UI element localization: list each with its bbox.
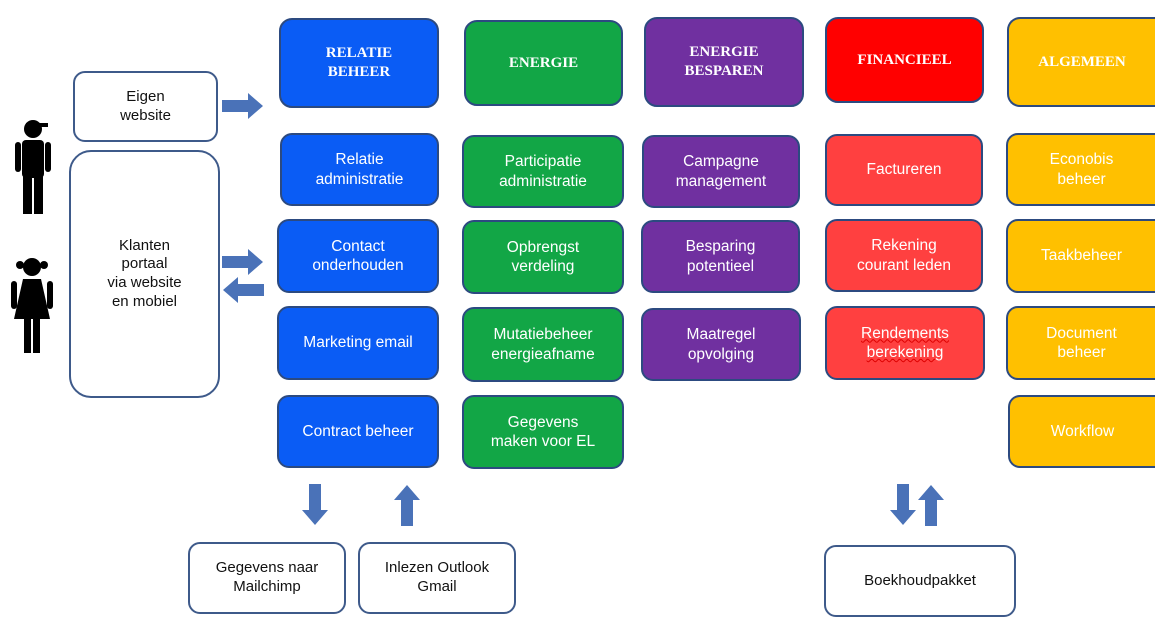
- item-rendements-label: Rendements berekening: [861, 324, 949, 361]
- header-energie: ENERGIE: [464, 20, 623, 106]
- item-relatie-administratie: Relatie administratie: [280, 133, 439, 206]
- item-maatregel-opvolging: Maatregel opvolging: [641, 308, 801, 381]
- item-campagne-management: Campagne management: [642, 135, 800, 208]
- item-contact-onderhouden: Contact onderhouden: [277, 219, 439, 293]
- item-document-beheer: Document beheer: [1006, 306, 1155, 380]
- header-algemeen: ALGEMEEN: [1007, 17, 1155, 107]
- item-workflow: Workflow: [1008, 395, 1155, 468]
- female-person-icon: [11, 258, 53, 353]
- item-rekening-courant: Rekening courant leden: [825, 219, 983, 292]
- item-factureren: Factureren: [825, 134, 983, 206]
- arrow-right-icon: [222, 249, 263, 275]
- arrow-right-icon: [222, 93, 263, 119]
- header-energie-besparen: ENERGIE BESPAREN: [644, 17, 804, 107]
- item-gegevens-el: Gegevens maken voor EL: [462, 395, 624, 469]
- item-participatie-administratie: Participatie administratie: [462, 135, 624, 208]
- klanten-portaal-box: Klanten portaal via website en mobiel: [69, 150, 220, 398]
- item-mutatiebeheer: Mutatiebeheer energieafname: [462, 307, 624, 382]
- arrow-left-icon: [223, 277, 264, 303]
- eigen-website-box: Eigen website: [73, 71, 218, 142]
- header-financieel: FINANCIEEL: [825, 17, 984, 103]
- outlook-box: Inlezen Outlook Gmail: [358, 542, 516, 614]
- arrow-down-icon: [302, 484, 328, 525]
- header-relatie-beheer: RELATIE BEHEER: [279, 18, 439, 108]
- item-econobis-beheer: Econobis beheer: [1006, 133, 1155, 206]
- item-opbrengst-verdeling: Opbrengst verdeling: [462, 220, 624, 294]
- arrow-up-icon: [918, 485, 944, 526]
- item-besparing-potentieel: Besparing potentieel: [641, 220, 800, 293]
- arrow-down-icon: [890, 484, 916, 525]
- arrow-up-icon: [394, 485, 420, 526]
- item-contract-beheer: Contract beheer: [277, 395, 439, 468]
- mailchimp-box: Gegevens naar Mailchimp: [188, 542, 346, 614]
- boekhoudpakket-box: Boekhoudpakket: [824, 545, 1016, 617]
- item-rendements-berekening: Rendements berekening: [825, 306, 985, 380]
- item-marketing-email: Marketing email: [277, 306, 439, 380]
- item-taakbeheer: Taakbeheer: [1006, 219, 1155, 293]
- male-person-icon: [15, 120, 51, 214]
